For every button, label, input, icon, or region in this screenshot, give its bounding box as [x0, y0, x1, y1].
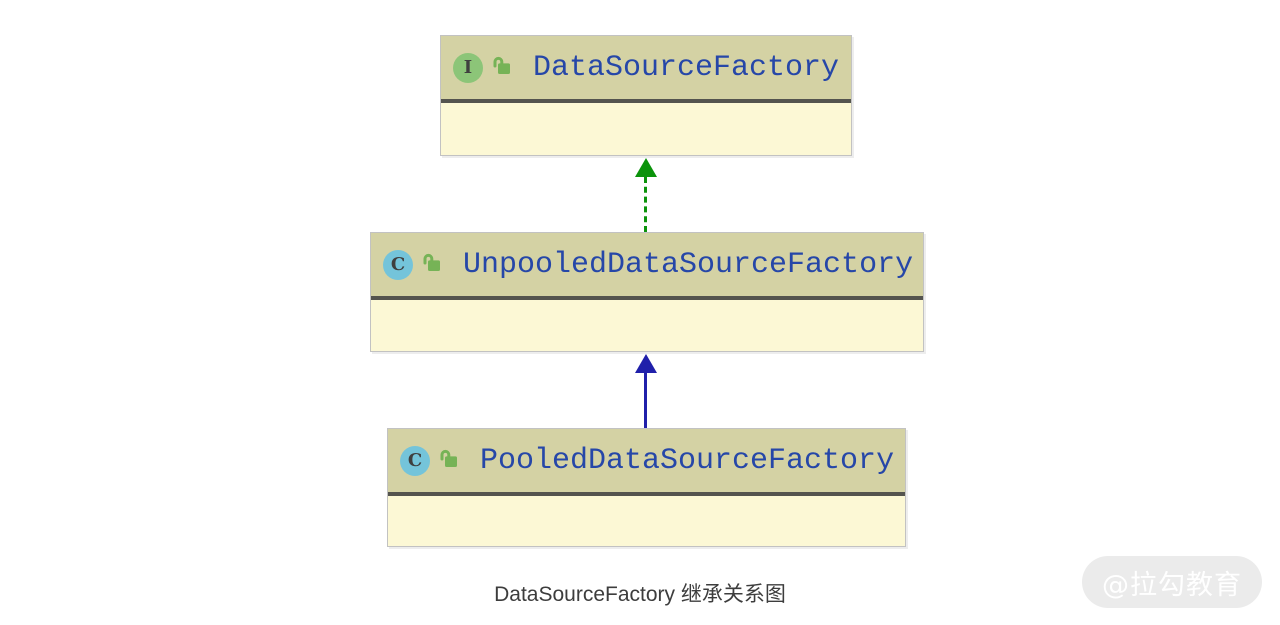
arrow-shaft	[644, 373, 647, 428]
class-badge-letter: C	[407, 450, 423, 471]
interface-badge-letter: I	[463, 57, 473, 78]
watermark-badge: @拉勾教育	[1082, 556, 1262, 608]
node-divider	[388, 492, 905, 496]
uml-node-members-section	[388, 496, 905, 546]
class-badge-icon: C	[400, 445, 430, 476]
class-badge-letter: C	[390, 254, 406, 275]
class-name-label: PooledDataSourceFactory	[480, 443, 895, 478]
diagram-caption: DataSourceFactory 继承关系图	[494, 583, 786, 606]
uml-node-members-section	[441, 103, 851, 155]
uml-node-header: I DataSourceFactory	[441, 36, 851, 99]
node-divider	[441, 99, 851, 103]
uml-node-members-section	[371, 300, 923, 351]
class-name-label: UnpooledDataSourceFactory	[463, 247, 914, 282]
extends-arrow	[634, 354, 658, 428]
uml-node-unpooled-data-source-factory: C UnpooledDataSourceFactory	[370, 232, 924, 352]
interface-badge-icon: I	[453, 52, 483, 83]
arrow-shaft	[644, 177, 647, 232]
class-badge-icon: C	[383, 249, 413, 280]
class-name-label: DataSourceFactory	[533, 50, 840, 85]
uml-node-header: C PooledDataSourceFactory	[388, 429, 905, 492]
arrow-head-icon	[635, 158, 657, 177]
unlocked-padlock-icon	[490, 54, 512, 81]
unlocked-padlock-icon	[420, 251, 442, 278]
node-divider	[371, 296, 923, 300]
uml-node-header: C UnpooledDataSourceFactory	[371, 233, 923, 296]
unlocked-padlock-icon	[437, 447, 459, 474]
implements-arrow	[634, 158, 658, 232]
arrow-head-icon	[635, 354, 657, 373]
uml-node-pooled-data-source-factory: C PooledDataSourceFactory	[387, 428, 906, 547]
watermark-text: @拉勾教育	[1102, 569, 1242, 601]
uml-node-data-source-factory: I DataSourceFactory	[440, 35, 852, 156]
